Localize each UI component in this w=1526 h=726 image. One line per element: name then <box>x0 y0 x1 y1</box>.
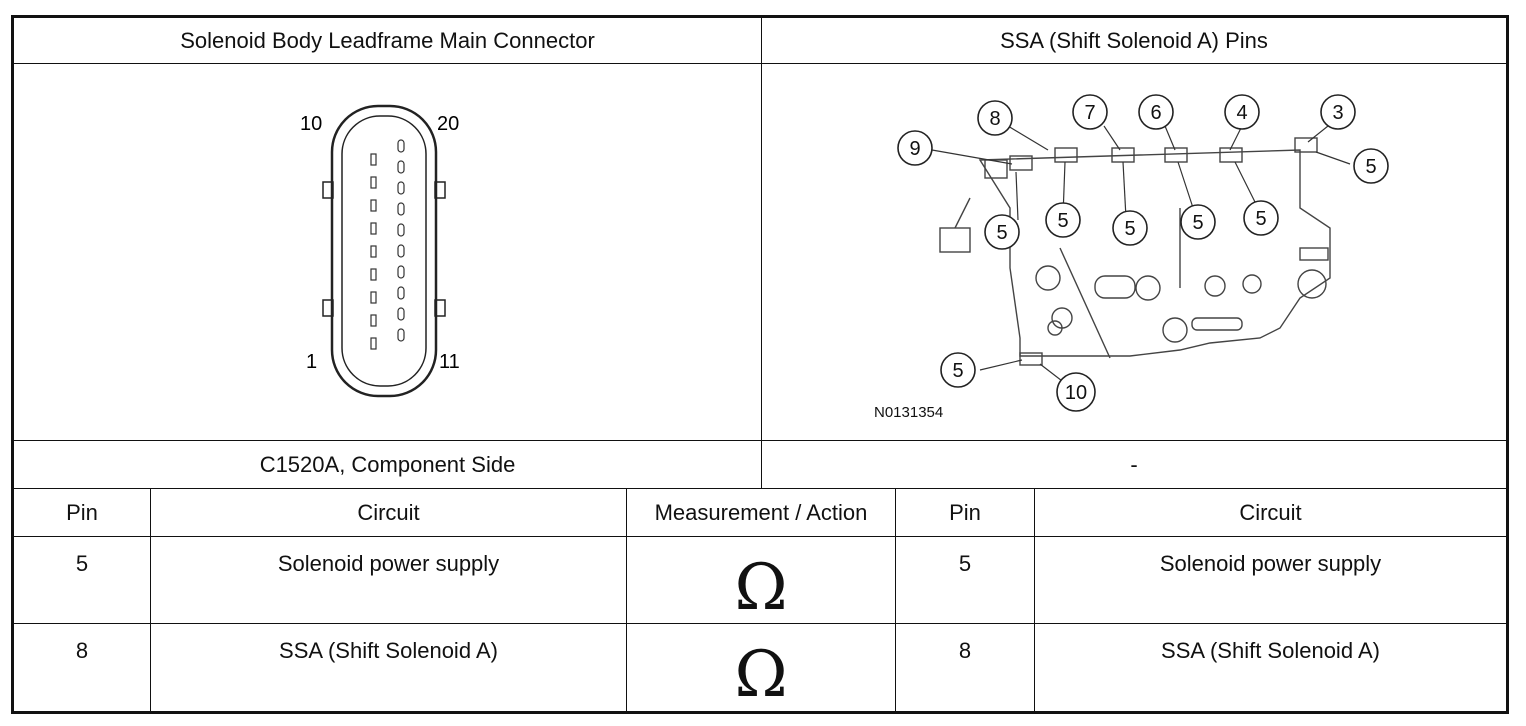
pin-cavity <box>397 202 405 216</box>
pin-cavity <box>370 337 377 350</box>
callout-7: 7 <box>1084 102 1095 124</box>
table-row-circuit: Solenoid power supply <box>277 551 500 576</box>
divider <box>11 440 1509 441</box>
pin-label-11: 11 <box>439 351 460 373</box>
pin-cavity <box>397 181 405 195</box>
connector-title: Solenoid Body Leadframe Main Connector <box>180 27 595 53</box>
callout-5: 5 <box>1192 212 1203 234</box>
pin-cavity <box>397 328 405 342</box>
divider <box>11 536 1509 537</box>
column-header-pin: Pin <box>949 499 981 525</box>
callout-5: 5 <box>1124 218 1135 240</box>
table-row-pin: 5 <box>75 551 89 576</box>
divider <box>626 488 627 714</box>
pin-cavity <box>397 160 405 174</box>
pin-cavity <box>370 245 377 258</box>
connector-face-diagram: 10 20 1 11 <box>300 104 460 398</box>
divider <box>895 488 896 714</box>
solenoid-body-diagram: 8 7 6 4 3 9 5 5 5 5 5 5 5 10 N0131354 <box>874 94 1389 421</box>
figure-id: N0131354 <box>874 404 943 421</box>
pin-cavity <box>397 139 405 153</box>
divider <box>11 63 1509 64</box>
callout-5: 5 <box>996 222 1007 244</box>
pin-label-1: 1 <box>306 351 317 373</box>
wiring-test-table <box>11 15 1509 714</box>
pin-cavity <box>370 222 377 235</box>
ssa-pins-title: SSA (Shift Solenoid A) Pins <box>1000 27 1268 53</box>
pin-cavity <box>370 176 377 189</box>
callout-5: 5 <box>1057 210 1068 232</box>
pin-cavity <box>397 307 405 321</box>
callout-6: 6 <box>1150 102 1161 124</box>
table-row-circuit: SSA (Shift Solenoid A) <box>1161 638 1380 663</box>
divider <box>761 15 762 489</box>
pin-cavity <box>397 265 405 279</box>
callout-5: 5 <box>1255 208 1266 230</box>
pin-cavity <box>397 223 405 237</box>
callout-5: 5 <box>1365 156 1376 178</box>
table-row-circuit: Solenoid power supply <box>1159 551 1382 576</box>
pin-cavity <box>370 199 377 212</box>
callout-8: 8 <box>989 108 1000 130</box>
right-subheader: - <box>1130 451 1138 477</box>
divider <box>150 488 151 714</box>
divider <box>11 488 1509 489</box>
callout-10: 10 <box>1065 382 1087 404</box>
pin-cavity <box>397 286 405 300</box>
pin-cavity <box>397 244 405 258</box>
table-row-pin: 5 <box>958 551 972 576</box>
ohm-icon: Ω <box>734 638 788 712</box>
pin-label-20: 20 <box>437 113 459 135</box>
column-header-circuit: Circuit <box>357 499 420 525</box>
callout-4: 4 <box>1236 102 1247 124</box>
ohm-icon: Ω <box>734 551 788 625</box>
callout-9: 9 <box>909 138 920 160</box>
callout-5: 5 <box>952 360 963 382</box>
table-row-pin: 8 <box>958 638 972 663</box>
column-header-measurement: Measurement / Action <box>654 499 868 525</box>
pin-cavity <box>370 153 377 166</box>
column-header-circuit: Circuit <box>1239 499 1302 525</box>
pin-cavity <box>370 314 377 327</box>
divider <box>11 623 1509 624</box>
connector-side-label: C1520A, Component Side <box>259 451 516 477</box>
column-header-pin: Pin <box>66 499 98 525</box>
pin-cavity <box>370 268 377 281</box>
pin-label-10: 10 <box>300 113 322 135</box>
table-row-pin: 8 <box>75 638 89 663</box>
table-row-circuit: SSA (Shift Solenoid A) <box>279 638 498 663</box>
callout-3: 3 <box>1332 102 1343 124</box>
pin-cavity <box>370 291 377 304</box>
divider <box>1034 488 1035 714</box>
